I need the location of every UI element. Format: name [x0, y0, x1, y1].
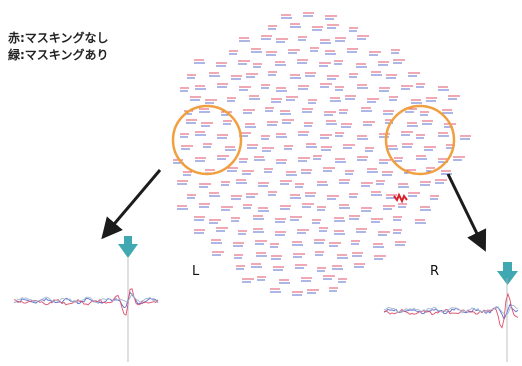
right-trace-masked: [383, 303, 519, 321]
left-trace-reference: [13, 292, 159, 304]
right-waveform: [383, 278, 519, 362]
right-pointer-arrow: [446, 173, 487, 252]
right-side-label: R: [430, 264, 440, 279]
left-marker-icon: [118, 236, 138, 258]
right-trace-unmasked: [383, 292, 519, 329]
right-marker-icon: [497, 262, 518, 285]
left-waveform: [13, 258, 159, 362]
left-trace-masked: [13, 291, 159, 309]
legend-unmasked: 赤:マスキングなし: [8, 31, 109, 45]
left-pointer-arrow: [101, 169, 162, 240]
left-side-label: L: [192, 264, 200, 279]
hotspot-mark: [393, 192, 408, 204]
legend-masked: 緑:マスキングあり: [8, 48, 109, 62]
left-highlight-circle: [171, 104, 243, 176]
sensor-array: [173, 12, 471, 296]
right-trace-reference: [384, 304, 519, 316]
right-highlight-circle: [384, 104, 456, 176]
